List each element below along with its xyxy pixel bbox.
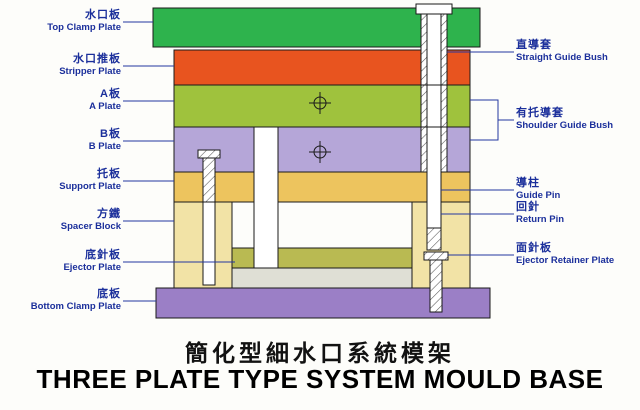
- diagram-title-chinese: 簡化型細水口系統模架: [185, 340, 455, 366]
- label-guide-pin: 導柱 Guide Pin: [516, 177, 640, 202]
- leader-lines-right: [441, 51, 514, 256]
- ejector-plate-shape: [231, 267, 413, 289]
- label-ejector-retainer-plate: 面針板 Ejector Retainer Plate: [516, 242, 640, 267]
- label-a-plate: A板 A Plate: [0, 88, 121, 113]
- label-spacer-block: 方鐵 Spacer Block: [0, 208, 121, 233]
- label-b-plate: B板 B Plate: [0, 128, 121, 153]
- label-zh: 水口推板: [73, 53, 121, 65]
- shoulder-bush-bracket: [470, 99, 499, 141]
- label-en: Ejector Retainer Plate: [516, 255, 615, 266]
- label-en: B Plate: [88, 141, 121, 152]
- label-ejector-plate: 底針板 Ejector Plate: [0, 249, 121, 274]
- support-plate-shape: [173, 171, 471, 203]
- label-bottom-clamp-plate: 底板 Bottom Clamp Plate: [0, 288, 121, 313]
- lower-pin-head-shape: [423, 251, 449, 261]
- lower-pin-shaft-shape: [429, 259, 443, 313]
- label-en: Shoulder Guide Bush: [516, 120, 614, 131]
- label-zh: 方鐵: [97, 208, 121, 220]
- leader-lines-left: [123, 21, 235, 302]
- label-en: Stripper Plate: [59, 66, 121, 77]
- left-pin-shaft-hatch: [202, 157, 216, 203]
- label-en: Straight Guide Bush: [516, 52, 608, 63]
- label-en: Return Pin: [516, 214, 565, 225]
- label-zh: B板: [100, 128, 121, 140]
- label-en: Spacer Block: [60, 221, 121, 232]
- label-zh: 底板: [97, 288, 121, 300]
- label-top-clamp-plate: 水口板 Top Clamp Plate: [0, 9, 121, 34]
- label-en: Bottom Clamp Plate: [30, 301, 121, 312]
- label-en: Ejector Plate: [63, 262, 121, 273]
- label-en: A Plate: [89, 101, 121, 112]
- label-stripper-plate: 水口推板 Stripper Plate: [0, 53, 121, 78]
- label-return-pin: 回針 Return Pin: [516, 201, 640, 226]
- left-pin-head-shape: [197, 149, 221, 159]
- label-zh: 有托導套: [516, 107, 564, 119]
- label-en: Top Clamp Plate: [47, 22, 121, 33]
- label-support-plate: 托板 Support Plate: [0, 168, 121, 193]
- crosshair-symbol-b-plate: [309, 141, 331, 163]
- label-zh: 底針板: [85, 249, 121, 261]
- crosshair-symbol-a-plate: [309, 92, 331, 114]
- label-zh: 回針: [516, 201, 540, 213]
- label-zh: 導柱: [516, 177, 540, 189]
- guide-pin-tip-hatch: [426, 227, 442, 251]
- label-zh: 面針板: [516, 242, 552, 254]
- guide-pin-head-shape: [415, 3, 453, 15]
- label-zh: 直導套: [516, 39, 552, 51]
- support-pillar-shape: [253, 126, 279, 269]
- label-en: Guide Pin: [516, 190, 561, 201]
- diagram-title-english: THREE PLATE TYPE SYSTEM MOULD BASE: [36, 364, 604, 394]
- label-shoulder-guide-bush: 有托導套 Shoulder Guide Bush: [516, 107, 640, 132]
- label-en: Support Plate: [59, 181, 121, 192]
- label-zh: A板: [100, 88, 121, 100]
- label-zh: 托板: [97, 168, 121, 180]
- label-zh: 水口板: [85, 9, 121, 21]
- label-straight-guide-bush: 直導套 Straight Guide Bush: [516, 39, 640, 64]
- guide-pin-shaft-shape: [426, 13, 442, 251]
